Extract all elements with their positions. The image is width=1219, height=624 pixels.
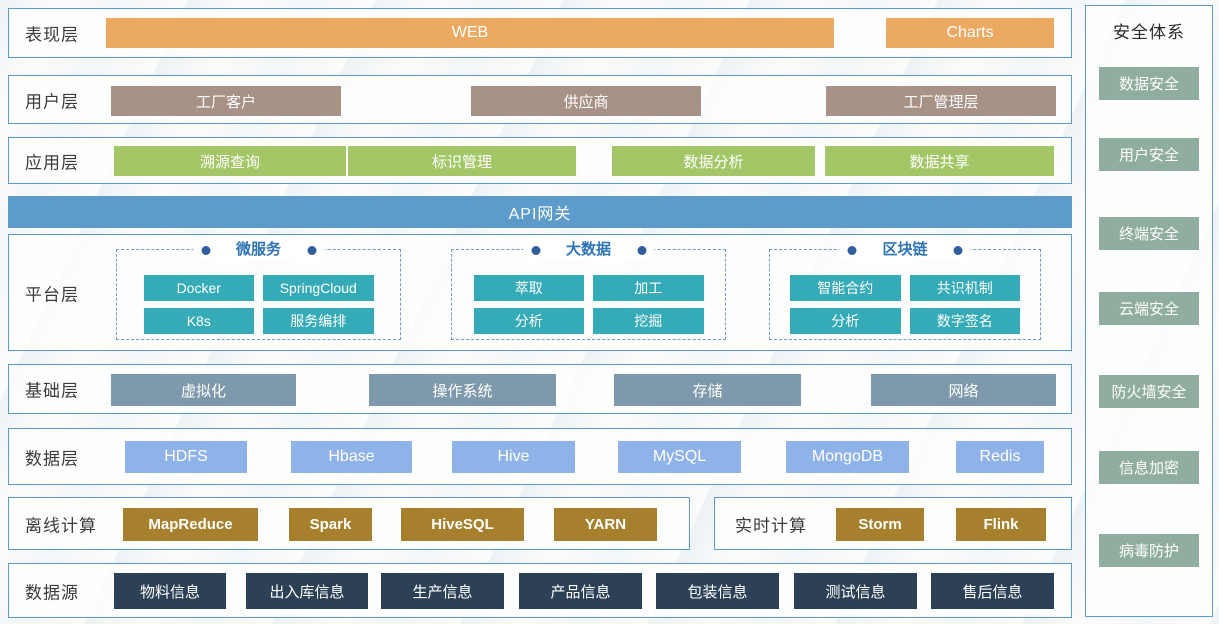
node-digital-signature: 数字签名 <box>909 308 1020 334</box>
infrastructure-layer-label: 基础层 <box>25 381 79 401</box>
node-test-info: 测试信息 <box>794 573 917 609</box>
presentation-layer-label: 表现层 <box>25 25 79 45</box>
node-analyze: 分析 <box>473 308 584 334</box>
application-layer-label: 应用层 <box>25 153 79 172</box>
node-cloud-security: 云端安全 <box>1099 292 1199 325</box>
bullet-dot-icon <box>200 245 210 255</box>
user-layer-label: 用户层 <box>25 92 79 111</box>
node-factory-customer: 工厂客户 <box>111 86 341 116</box>
node-springcloud: SpringCloud <box>263 275 374 301</box>
node-trace-query: 溯源查询 <box>114 146 346 176</box>
node-production-info: 生产信息 <box>381 573 504 609</box>
node-smart-contract: 智能合约 <box>790 275 901 301</box>
node-storage: 存储 <box>614 374 801 406</box>
node-data-security: 数据安全 <box>1099 67 1199 100</box>
node-mapreduce: MapReduce <box>123 508 258 541</box>
node-virtualization: 虚拟化 <box>111 374 296 406</box>
bigdata-group: 大数据 萃取 加工 分析 挖掘 <box>451 240 726 340</box>
node-id-management: 标识管理 <box>348 146 576 176</box>
node-hbase: Hbase <box>291 441 412 473</box>
node-aftersale-info: 售后信息 <box>931 573 1054 609</box>
node-consensus: 共识机制 <box>909 275 1020 301</box>
node-mine: 挖掘 <box>593 308 704 334</box>
node-supplier: 供应商 <box>471 86 701 116</box>
offline-compute-label: 离线计算 <box>25 516 97 535</box>
node-info-encryption: 信息加密 <box>1099 451 1199 484</box>
node-redis: Redis <box>956 441 1044 473</box>
node-spark: Spark <box>289 508 372 541</box>
blockchain-group: 区块链 智能合约 共识机制 分析 数字签名 <box>769 240 1041 340</box>
node-packaging-info: 包装信息 <box>656 573 779 609</box>
node-docker: Docker <box>143 275 254 301</box>
node-bc-analyze: 分析 <box>790 308 901 334</box>
node-inout-warehouse-info: 出入库信息 <box>246 573 368 609</box>
bullet-dot-icon <box>637 245 647 255</box>
node-storm: Storm <box>836 508 924 541</box>
node-material-info: 物料信息 <box>114 573 226 609</box>
node-network: 网络 <box>871 374 1056 406</box>
bigdata-group-label: 大数据 <box>522 240 655 260</box>
node-process: 加工 <box>593 275 704 301</box>
user-layer-row: 用户层 工厂客户 供应商 工厂管理层 <box>8 75 1072 124</box>
node-hivesql: HiveSQL <box>401 508 524 541</box>
node-hdfs: HDFS <box>125 441 247 473</box>
security-panel: 安全体系 数据安全 用户安全 终端安全 云端安全 防火墙安全 信息加密 病毒防护 <box>1085 5 1213 617</box>
node-user-security: 用户安全 <box>1099 138 1199 171</box>
bigdata-group-title: 大数据 <box>565 241 612 258</box>
node-charts: Charts <box>886 18 1054 48</box>
realtime-compute-box: 实时计算 Storm Flink <box>714 497 1072 550</box>
platform-layer-label: 平台层 <box>25 285 79 304</box>
application-layer-row: 应用层 溯源查询 标识管理 数据分析 数据共享 <box>8 137 1072 184</box>
node-yarn: YARN <box>554 508 657 541</box>
node-mongodb: MongoDB <box>786 441 909 473</box>
data-layer-row: 数据层 HDFS Hbase Hive MySQL MongoDB Redis <box>8 428 1072 485</box>
realtime-compute-label: 实时计算 <box>735 516 807 535</box>
infrastructure-layer-row: 基础层 虚拟化 操作系统 存储 网络 <box>8 364 1072 414</box>
node-factory-management: 工厂管理层 <box>826 86 1056 116</box>
node-product-info: 产品信息 <box>519 573 642 609</box>
microservice-group-title: 微服务 <box>235 241 282 258</box>
node-extract: 萃取 <box>473 275 584 301</box>
microservice-group: 微服务 Docker SpringCloud K8s 服务编排 <box>116 240 401 340</box>
presentation-layer-row: 表现层 WEB Charts <box>8 8 1072 58</box>
data-layer-label: 数据层 <box>25 449 79 468</box>
node-mysql: MySQL <box>618 441 741 473</box>
security-panel-title: 安全体系 <box>1113 23 1185 42</box>
blockchain-group-title: 区块链 <box>882 241 928 258</box>
node-service-orchestration: 服务编排 <box>263 308 374 334</box>
node-os: 操作系统 <box>369 374 556 406</box>
microservice-group-label: 微服务 <box>192 240 325 260</box>
bullet-dot-icon <box>307 245 317 255</box>
bullet-dot-icon <box>953 245 963 255</box>
platform-layer-row: 平台层 微服务 Docker SpringCloud K8s 服务编排 大数据 … <box>8 234 1072 351</box>
node-terminal-security: 终端安全 <box>1099 217 1199 250</box>
blockchain-group-label: 区块链 <box>839 240 971 260</box>
bullet-dot-icon <box>847 245 857 255</box>
node-hive: Hive <box>452 441 575 473</box>
node-virus-protection: 病毒防护 <box>1099 534 1199 567</box>
offline-compute-box: 离线计算 MapReduce Spark HiveSQL YARN <box>8 497 690 550</box>
api-gateway-bar: API网关 <box>8 196 1072 228</box>
data-source-label: 数据源 <box>25 583 79 602</box>
node-flink: Flink <box>956 508 1046 541</box>
node-data-sharing: 数据共享 <box>825 146 1054 176</box>
node-k8s: K8s <box>143 308 254 334</box>
node-data-analysis: 数据分析 <box>612 146 815 176</box>
bullet-dot-icon <box>530 245 540 255</box>
node-firewall-security: 防火墙安全 <box>1099 375 1199 408</box>
data-source-row: 数据源 物料信息 出入库信息 生产信息 产品信息 包装信息 测试信息 售后信息 <box>8 563 1072 618</box>
node-web: WEB <box>106 18 834 48</box>
